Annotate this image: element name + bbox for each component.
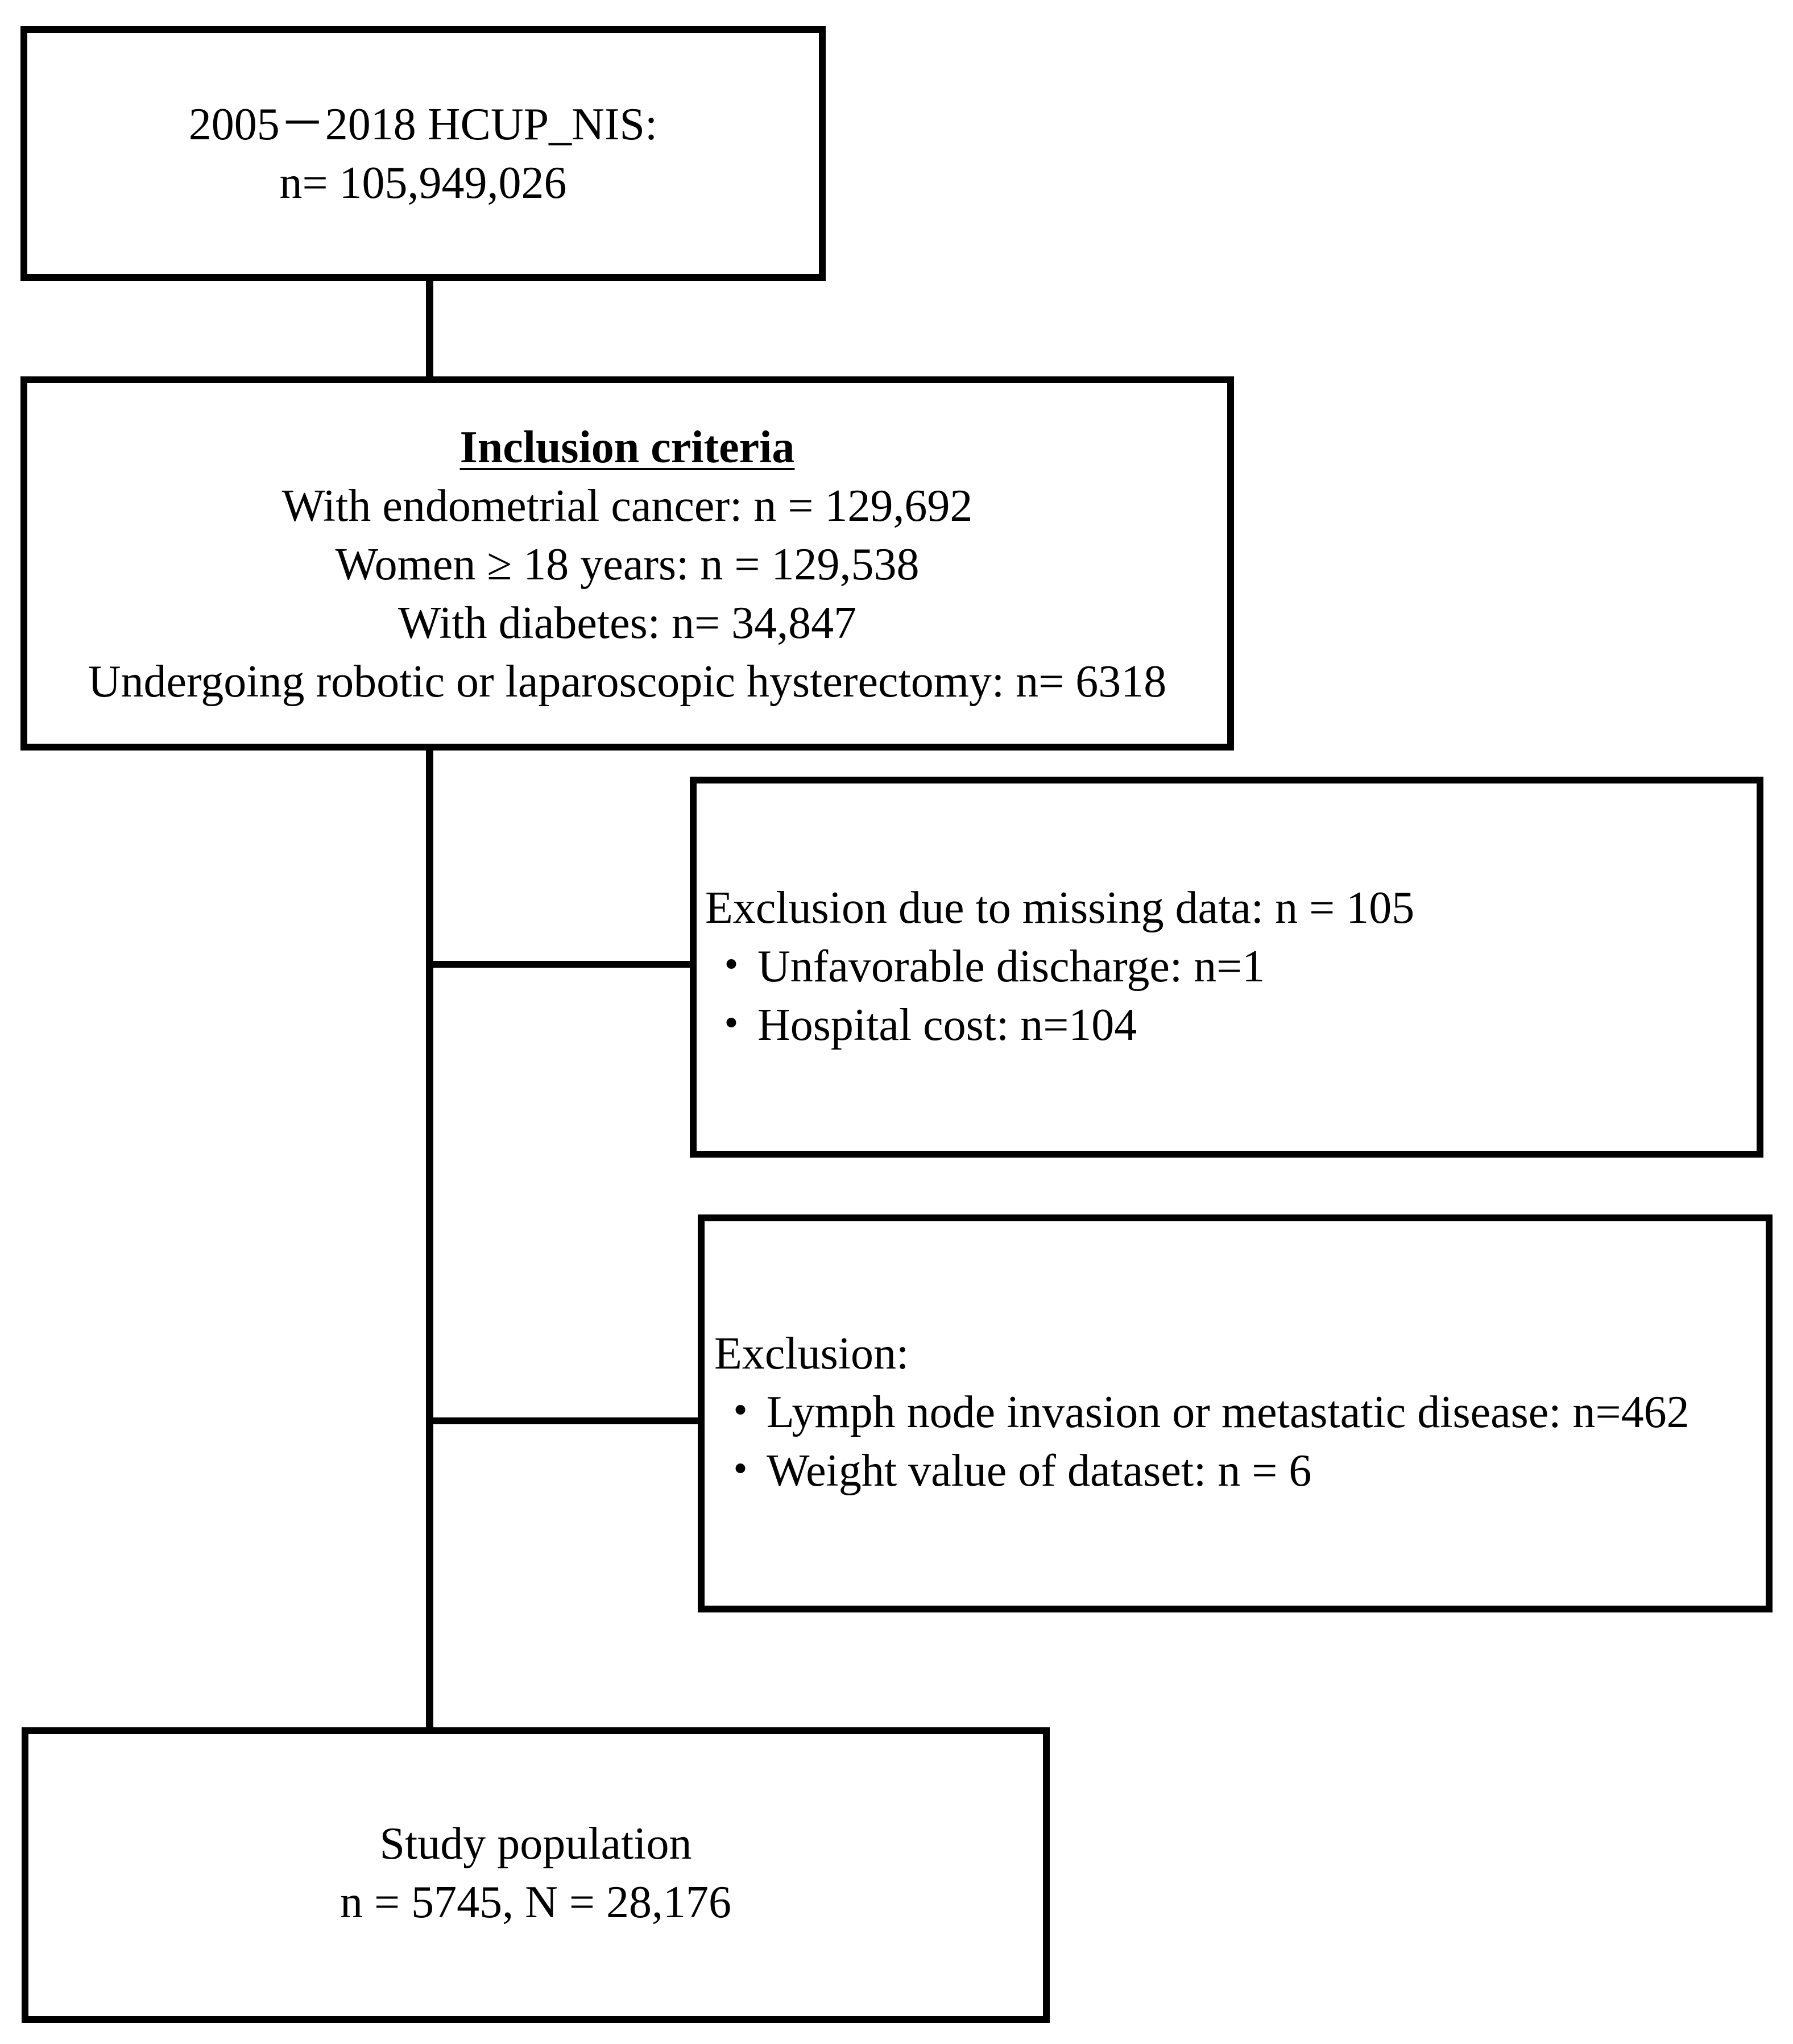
study-population-text: Study population n = 5745, N = 28,176 [22, 1815, 1050, 1932]
bullet-marker: ・ [709, 942, 754, 992]
bullet-marker: ・ [709, 1000, 754, 1050]
study-population-label: Study population [379, 1819, 692, 1869]
bullet-marker: ・ [718, 1387, 763, 1437]
criterion-diabetes: With diabetes: n= 34,847 [397, 598, 857, 648]
criterion-hysterectomy: Undergoing robotic or laparoscopic hyste… [88, 657, 1167, 707]
criterion-endometrial-cancer: With endometrial cancer: n = 129,692 [281, 481, 973, 531]
inclusion-criteria-box [20, 376, 1234, 751]
source-box-text: 2005－2018 HCUP_NIS: n= 105,949,026 [20, 96, 826, 213]
criterion-women-18: Women ≥ 18 years: n = 129,538 [335, 540, 920, 590]
bullet-marker: ・ [718, 1446, 763, 1496]
exclusion-lymph-node: Lymph node invasion or metastatic diseas… [767, 1387, 1690, 1437]
exclusion-unfavorable-discharge: Unfavorable discharge: n=1 [757, 942, 1265, 992]
inclusion-criteria-heading: Inclusion criteria [459, 422, 795, 472]
connector-source-to-inclusion [426, 277, 433, 380]
list-item: ・Lymph node invasion or metastatic disea… [714, 1383, 1690, 1442]
inclusion-criteria-text: Inclusion criteria With endometrial canc… [20, 418, 1234, 711]
connector-branch-exclusion [426, 1417, 701, 1424]
exclusion-text: Exclusion: ・Lymph node invasion or metas… [714, 1325, 1690, 1500]
study-population-count: n = 5745, N = 28,176 [339, 1877, 731, 1927]
exclusion-missing-data-title: Exclusion due to missing data: n = 105 [705, 883, 1415, 933]
list-item: ・Unfavorable discharge: n=1 [705, 938, 1414, 996]
list-item: ・Weight value of dataset: n = 6 [714, 1442, 1690, 1500]
source-box [20, 26, 826, 281]
list-item: ・Hospital cost: n=104 [705, 996, 1414, 1055]
exclusion-title: Exclusion: [714, 1329, 909, 1379]
exclusion-weight-value: Weight value of dataset: n = 6 [767, 1446, 1312, 1496]
exclusion-missing-data-box [690, 777, 1763, 1158]
exclusion-box [698, 1214, 1773, 1612]
source-count: n= 105,949,026 [279, 158, 567, 208]
connector-main-trunk [426, 747, 433, 1731]
source-dataset-label: 2005－2018 HCUP_NIS: [188, 99, 658, 150]
connector-branch-missing-data [426, 961, 693, 968]
exclusion-hospital-cost: Hospital cost: n=104 [757, 1000, 1137, 1050]
exclusion-missing-data-text: Exclusion due to missing data: n = 105 ・… [705, 879, 1414, 1055]
study-population-box [22, 1727, 1050, 2023]
